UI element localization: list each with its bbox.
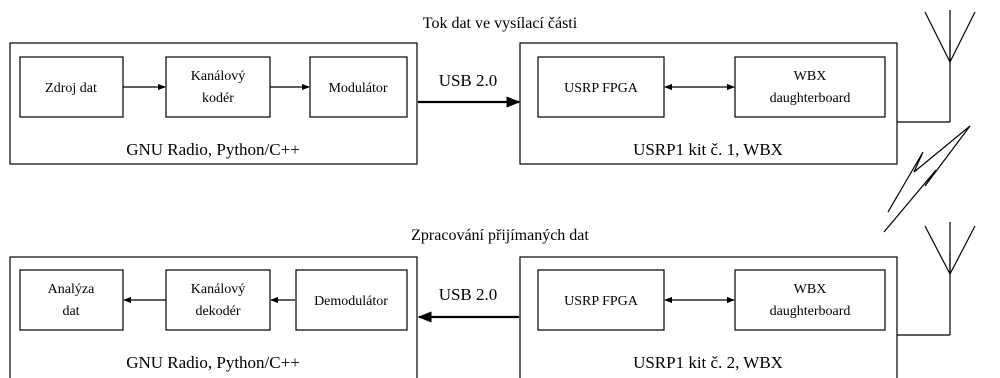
tx-block-usrp-fpga [537, 56, 665, 118]
rx-block-channel-decoder-label-1: Kanálový [191, 282, 245, 297]
rx-block-wbx-label-1: WBX [794, 282, 827, 297]
rx-block-wbx-label-2: daughterboard [770, 304, 851, 319]
tx-block-usrp-fpga-label: USRP FPGA [564, 81, 639, 96]
rx-block-data-analysis-label-1: Analýza [48, 282, 95, 297]
tx-section-title: Tok dat ve vysílací části [423, 15, 578, 32]
tx-block-wbx [734, 56, 886, 118]
rx-block-demodulator [295, 269, 408, 331]
rx-block-usrp-fpga-label: USRP FPGA [564, 294, 639, 309]
rx-block-data-analysis [19, 269, 124, 331]
tx-block-data-source-label: Zdroj dat [45, 81, 97, 96]
rx-block-demodulator-label: Demodulátor [314, 294, 388, 309]
tx-block-modulator-label: Modulátor [328, 81, 387, 96]
tx-usb-label: USB 2.0 [439, 71, 498, 90]
tx-block-wbx-label-1: WBX [794, 69, 827, 84]
rx-usb-label: USB 2.0 [439, 285, 498, 304]
tx-block-wbx-label-2: daughterboard [770, 91, 851, 106]
tx-usrp-label: USRP1 kit č. 1, WBX [633, 140, 783, 159]
rx-antenna-icon [897, 222, 976, 336]
rx-block-data-analysis-label-2: dat [62, 304, 79, 319]
rx-usrp-label: USRP1 kit č. 2, WBX [633, 353, 783, 372]
rx-block-wbx [734, 269, 886, 331]
rx-gnu-radio-label: GNU Radio, Python/C++ [126, 353, 300, 372]
tx-antenna-icon [897, 10, 976, 123]
tx-block-channel-coder-label-2: kodér [202, 91, 234, 106]
rx-block-channel-decoder-label-2: dekodér [195, 304, 240, 319]
tx-block-modulator [309, 56, 408, 118]
wireless-link-icon [883, 125, 971, 233]
rx-block-usrp-fpga [537, 269, 665, 331]
rx-section-title: Zpracování přijímaných dat [411, 227, 589, 244]
tx-block-data-source [19, 56, 124, 118]
tx-block-channel-coder [165, 56, 271, 118]
tx-block-channel-coder-label-1: Kanálový [191, 69, 245, 84]
rx-block-channel-decoder [165, 269, 271, 331]
tx-gnu-radio-label: GNU Radio, Python/C++ [126, 140, 300, 159]
